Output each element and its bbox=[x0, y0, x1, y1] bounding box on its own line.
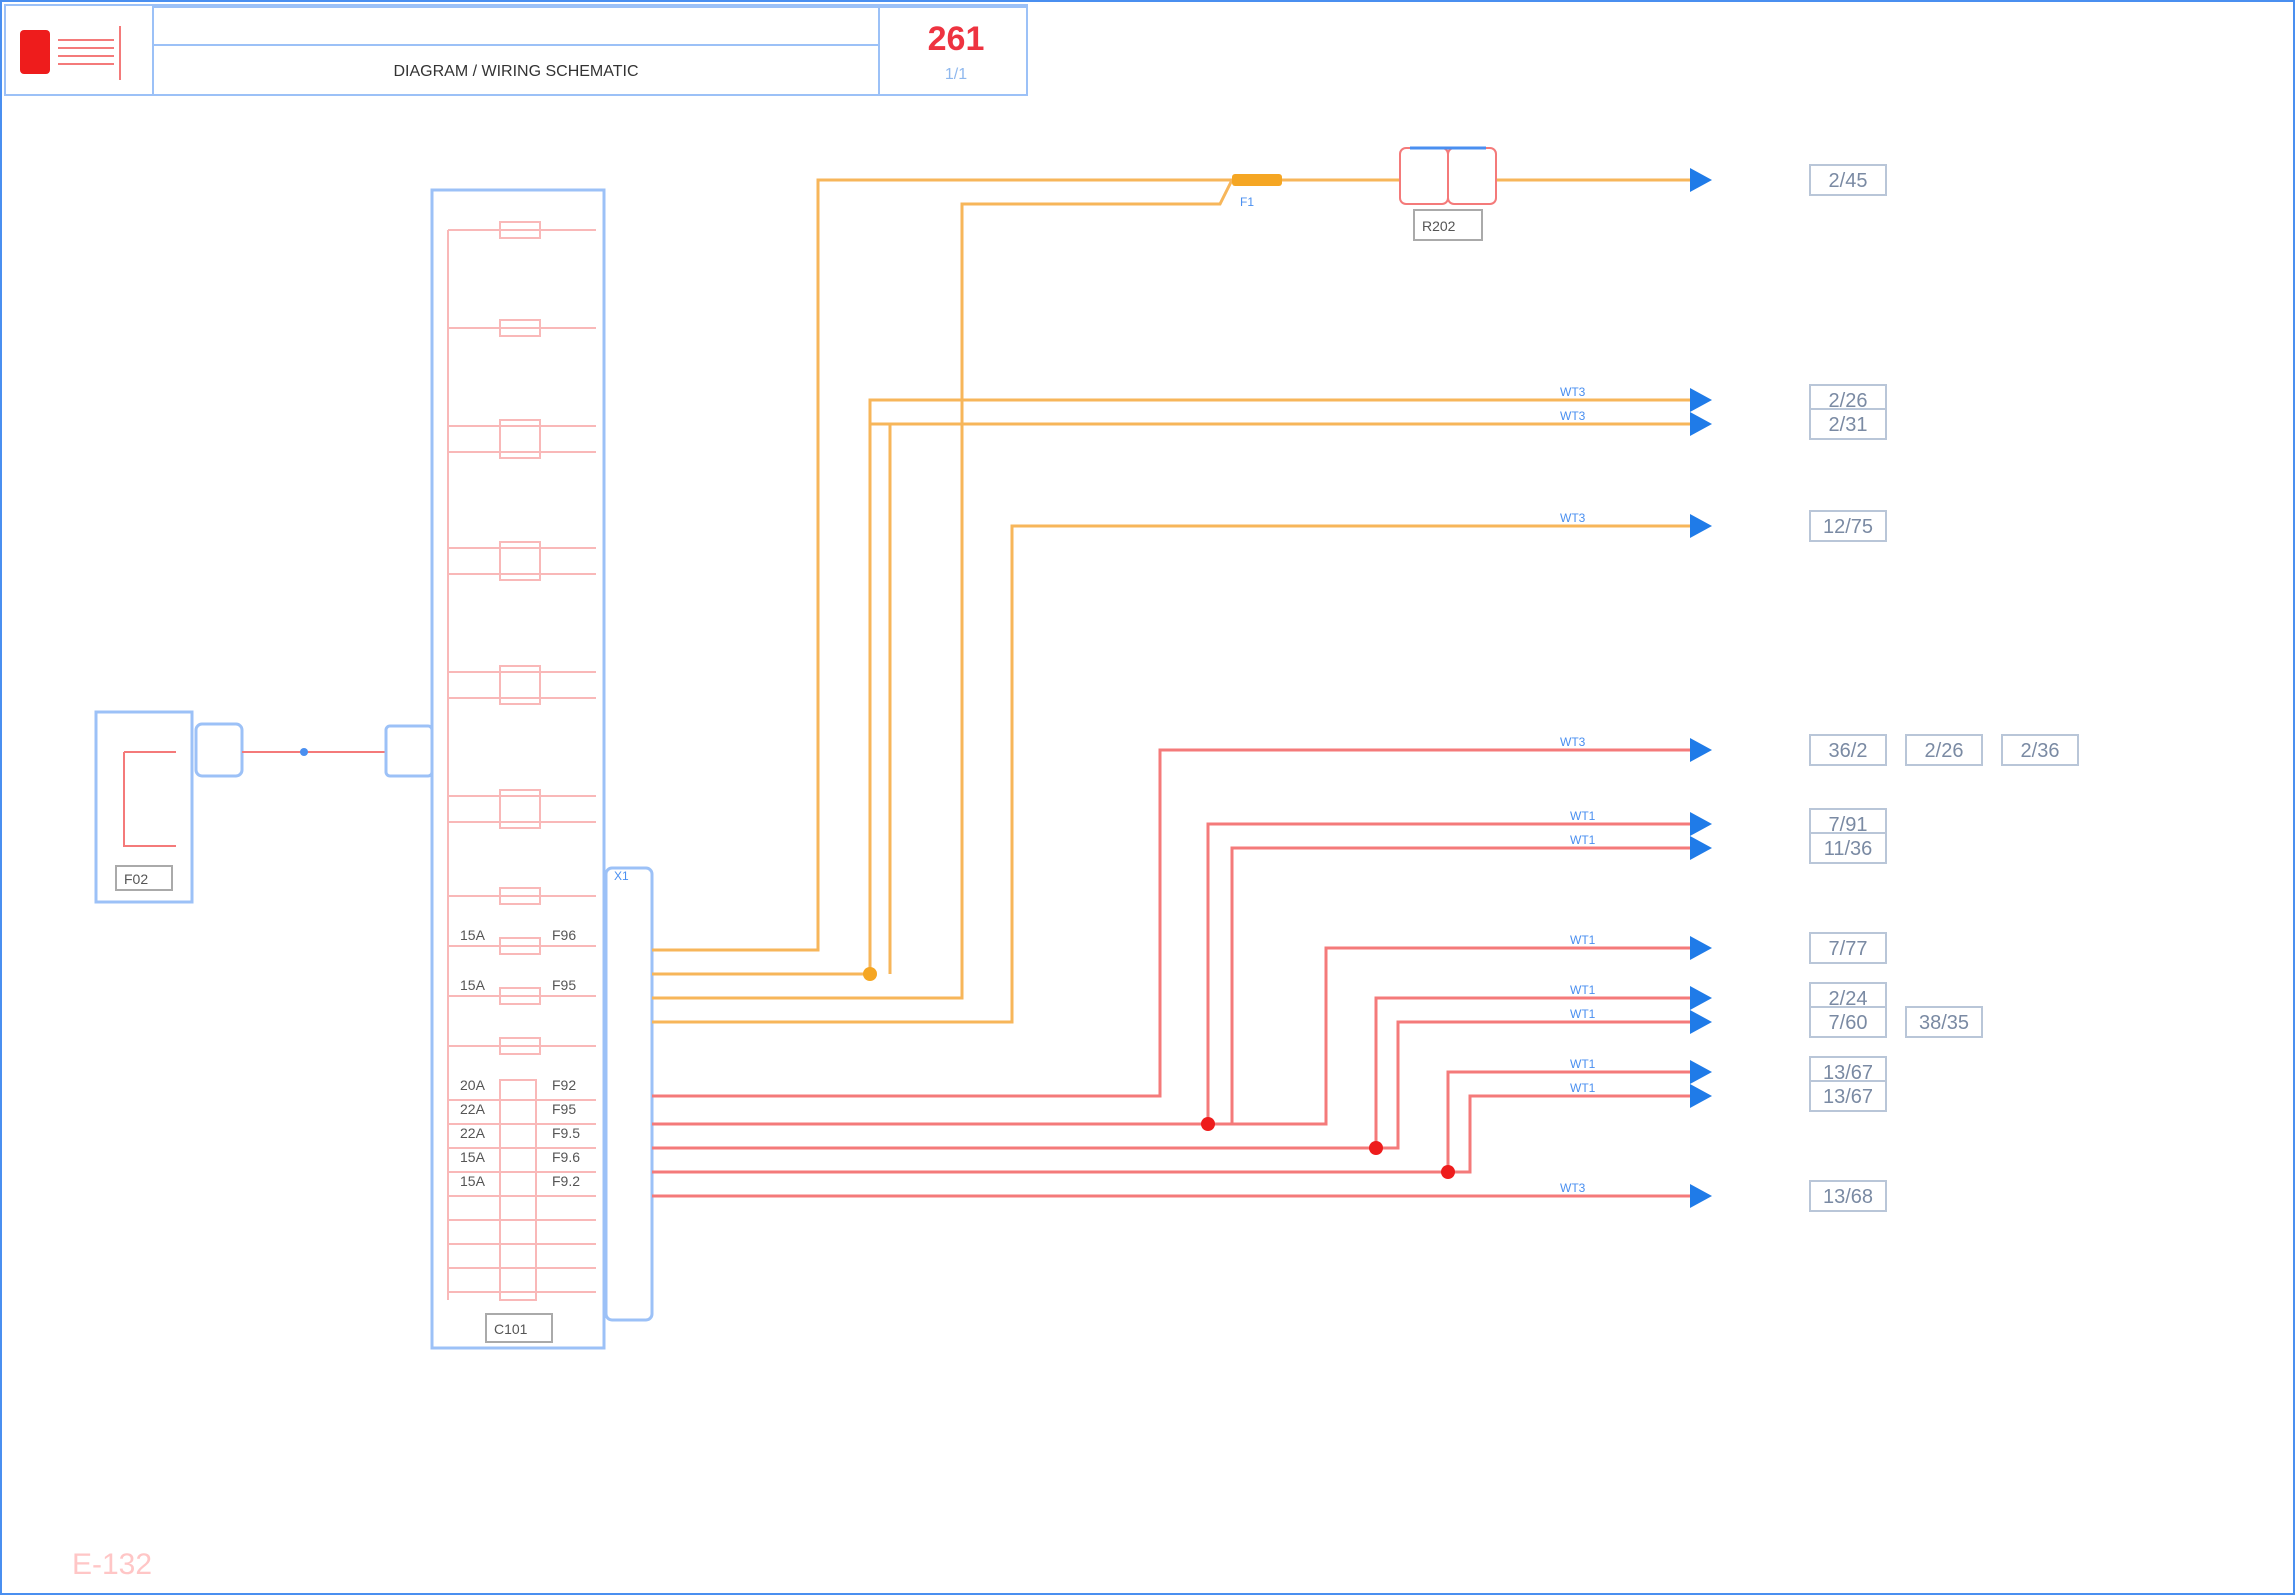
title-block: DIAGRAM / WIRING SCHEMATIC 261 1/1 bbox=[4, 4, 1028, 96]
page-ref-label[interactable]: 2/45 bbox=[1829, 170, 1868, 192]
signal-label: WT3 bbox=[1560, 735, 1586, 749]
signal-label: WT3 bbox=[1560, 1181, 1586, 1195]
page-ref-label[interactable]: 13/68 bbox=[1823, 1186, 1873, 1208]
pin-label-right: F95 bbox=[552, 977, 576, 993]
page-ref-label[interactable]: 12/75 bbox=[1823, 516, 1873, 538]
page-ref-label[interactable]: 2/31 bbox=[1829, 414, 1868, 436]
relay-label: R202 bbox=[1422, 218, 1456, 234]
output-arrow-icon bbox=[1690, 986, 1712, 1010]
output-arrow-icon bbox=[1690, 168, 1712, 192]
splice-orange bbox=[863, 967, 877, 981]
page-ref-label[interactable]: 2/24 bbox=[1829, 988, 1868, 1010]
footer-code: E-132 bbox=[72, 1548, 153, 1581]
page-ref-box[interactable] bbox=[1809, 734, 1887, 766]
pin-label-left: 22A bbox=[460, 1101, 486, 1117]
output-arrow-icon bbox=[1690, 1184, 1712, 1208]
output-arrow-icon bbox=[1690, 1010, 1712, 1034]
main-unit: C101 15A 15A 20A 22A 22A 15A 15A F96 bbox=[430, 188, 606, 1350]
pin-label-right: F9.6 bbox=[552, 1149, 580, 1165]
page-ref-box[interactable] bbox=[1809, 832, 1887, 864]
pin-label-right: F92 bbox=[552, 1077, 576, 1093]
connector-label: X1 bbox=[614, 869, 629, 883]
pin-label-left: 15A bbox=[460, 977, 486, 993]
splice-red bbox=[1441, 1165, 1455, 1179]
pin-label-left: 15A bbox=[460, 1149, 486, 1165]
logo bbox=[20, 30, 50, 74]
pin-label-left: 20A bbox=[460, 1077, 486, 1093]
page-ref-box[interactable] bbox=[1905, 1006, 1983, 1038]
main-unit-label: C101 bbox=[494, 1321, 528, 1337]
orange-wires bbox=[652, 178, 1690, 1024]
red-wires bbox=[652, 748, 1690, 1198]
pin-label-right: F9.2 bbox=[552, 1173, 580, 1189]
page-ref-label[interactable]: 36/2 bbox=[1829, 740, 1868, 762]
signal-labels: WT3 WT3 WT3 WT3 WT1 WT1 WT1 WT1 WT1 WT1 … bbox=[1560, 385, 1596, 1195]
output-arrow-icon bbox=[1690, 738, 1712, 762]
page-ref-box[interactable] bbox=[1905, 734, 1983, 766]
output-arrow-icon bbox=[1690, 514, 1712, 538]
signal-label: WT1 bbox=[1570, 809, 1596, 823]
page-ref-label[interactable]: 2/36 bbox=[2021, 740, 2060, 762]
page-ref-box[interactable] bbox=[2001, 734, 2079, 766]
output-arrow-icon bbox=[1690, 836, 1712, 860]
page-ref-label[interactable]: 7/60 bbox=[1829, 1012, 1868, 1034]
signal-label: WT3 bbox=[1560, 409, 1586, 423]
splice-red bbox=[1201, 1117, 1215, 1131]
page-ref-box[interactable] bbox=[1809, 510, 1887, 542]
inline-fuse-label: F1 bbox=[1240, 195, 1254, 209]
page-ref-label[interactable]: 2/26 bbox=[1829, 390, 1868, 412]
pin-label-left: 15A bbox=[460, 1173, 486, 1189]
relay: R202 bbox=[1399, 146, 1497, 241]
page-ref-label[interactable]: 2/26 bbox=[1925, 740, 1964, 762]
diagram-title: DIAGRAM / WIRING SCHEMATIC bbox=[393, 63, 639, 80]
page-ref-box[interactable] bbox=[1809, 164, 1887, 196]
pin-label-left: 22A bbox=[460, 1125, 486, 1141]
output-arrow-icon bbox=[1690, 936, 1712, 960]
signal-label: WT1 bbox=[1570, 983, 1596, 997]
pin-label-right: F9.5 bbox=[552, 1125, 580, 1141]
connector-block: X1 bbox=[604, 866, 654, 1322]
page-ref-label[interactable]: 7/77 bbox=[1829, 938, 1868, 960]
left-component: F02 bbox=[94, 710, 434, 904]
output-arrow-icon bbox=[1690, 1060, 1712, 1084]
page-cell bbox=[878, 6, 1028, 96]
page-ref-label[interactable]: 13/67 bbox=[1823, 1086, 1873, 1108]
page-ref-box[interactable] bbox=[1809, 1080, 1887, 1112]
page-ref-label[interactable]: 7/91 bbox=[1829, 814, 1868, 836]
page-subnumber: 1/1 bbox=[944, 66, 968, 83]
signal-label: WT3 bbox=[1560, 385, 1586, 399]
signal-label: WT3 bbox=[1560, 511, 1586, 525]
output-arrow-icon bbox=[1690, 1084, 1712, 1108]
signal-label: WT1 bbox=[1570, 833, 1596, 847]
page-ref-label[interactable]: 13/67 bbox=[1823, 1062, 1873, 1084]
signal-label: WT1 bbox=[1570, 1081, 1596, 1095]
page-ref-box[interactable] bbox=[1809, 1180, 1887, 1212]
signal-label: WT1 bbox=[1570, 1057, 1596, 1071]
output-arrow-icon bbox=[1690, 812, 1712, 836]
pin-label-left: 15A bbox=[460, 927, 486, 943]
inline-fuse bbox=[1232, 174, 1282, 186]
page-ref-label[interactable]: 38/35 bbox=[1919, 1012, 1969, 1034]
signal-label: WT1 bbox=[1570, 1007, 1596, 1021]
page-ref-box[interactable] bbox=[1809, 408, 1887, 440]
page-number: 261 bbox=[927, 20, 985, 58]
signal-label: WT1 bbox=[1570, 933, 1596, 947]
splice-red bbox=[1369, 1141, 1383, 1155]
left-component-label: F02 bbox=[124, 871, 148, 887]
pin-label-right: F96 bbox=[552, 927, 576, 943]
output-arrow-icon bbox=[1690, 412, 1712, 436]
output-arrow-icon bbox=[1690, 388, 1712, 412]
pin-label-right: F95 bbox=[552, 1101, 576, 1117]
page-ref-label[interactable]: 11/36 bbox=[1824, 838, 1873, 860]
logo-lines-icon bbox=[58, 26, 121, 80]
page-ref-box[interactable] bbox=[1809, 1006, 1887, 1038]
page-ref-box[interactable] bbox=[1809, 932, 1887, 964]
